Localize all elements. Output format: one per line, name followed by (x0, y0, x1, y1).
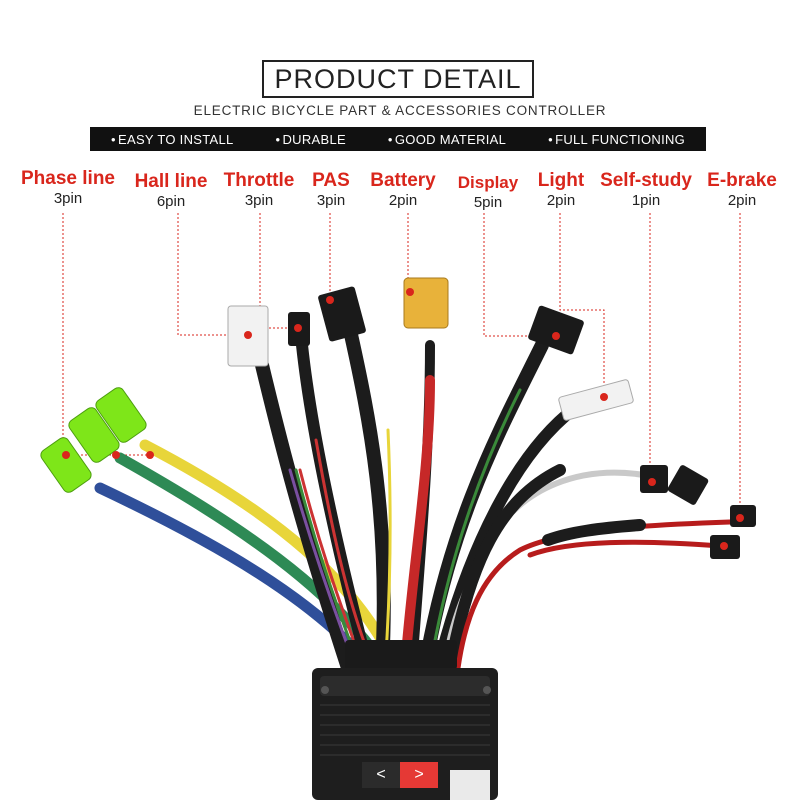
feature-banner: EASY TO INSTALL DURABLE GOOD MATERIAL FU… (90, 127, 706, 151)
label-self-study: Self-study 1pin (594, 170, 698, 210)
label-light: Light 2pin (531, 170, 591, 210)
label-phase-line-name: Phase line (21, 168, 115, 189)
connectors (40, 277, 756, 559)
light-connector (558, 379, 634, 421)
label-display: Display 5pin (450, 172, 526, 212)
label-battery-name: Battery (370, 170, 436, 191)
wire-bundle (94, 323, 733, 686)
label-hall-line: Hall line 6pin (130, 171, 212, 211)
product-detail-title: PRODUCT DETAIL (262, 60, 534, 98)
product-subtitle: ELECTRIC BICYCLE PART & ACCESSORIES CONT… (193, 103, 607, 118)
label-light-name: Light (537, 170, 585, 191)
label-hall-line-pins: 6pin (156, 193, 186, 210)
prev-arrow-button[interactable]: < (362, 762, 400, 788)
pas-connector (318, 286, 366, 342)
label-pas-name: PAS (312, 170, 350, 191)
label-battery: Battery 2pin (365, 170, 441, 210)
label-throttle-pins: 3pin (244, 192, 274, 209)
label-e-brake-name: E-brake (707, 170, 777, 191)
label-hall-line-name: Hall line (134, 171, 208, 192)
label-self-study-name: Self-study (600, 170, 692, 191)
pas-wire (343, 323, 391, 675)
label-display-pins: 5pin (473, 194, 503, 211)
controller-body (312, 640, 498, 800)
label-display-name: Display (457, 173, 519, 192)
label-self-study-pins: 1pin (631, 192, 661, 209)
feature-easy-install: EASY TO INSTALL (111, 132, 234, 147)
label-e-brake-pins: 2pin (727, 192, 757, 209)
label-phase-line-pins: 3pin (53, 190, 83, 207)
e-brake-wire (455, 519, 733, 671)
phase-sleeve-2 (68, 407, 120, 463)
battery-connector (403, 277, 449, 329)
feature-durable: DURABLE (275, 132, 346, 147)
phase-sleeve-3 (95, 387, 147, 443)
feature-good-material: GOOD MATERIAL (388, 132, 506, 147)
label-pas-pins: 3pin (316, 192, 346, 209)
feature-full-functioning: FULL FUNCTIONING (548, 132, 685, 147)
label-throttle: Throttle 3pin (219, 170, 299, 210)
label-light-pins: 2pin (546, 192, 576, 209)
phase-sleeve-1 (40, 437, 92, 493)
battery-wire-red (400, 375, 435, 673)
label-throttle-name: Throttle (223, 170, 295, 191)
hall-wire (255, 358, 355, 675)
display-connector (528, 305, 584, 355)
display-wire (418, 338, 549, 675)
light-wire (432, 402, 581, 674)
label-phase-line: Phase line 3pin (14, 168, 122, 208)
label-battery-pins: 2pin (388, 192, 418, 209)
next-arrow-button[interactable]: > (400, 762, 438, 788)
label-pas: PAS 3pin (305, 170, 357, 210)
label-e-brake: E-brake 2pin (700, 170, 784, 210)
